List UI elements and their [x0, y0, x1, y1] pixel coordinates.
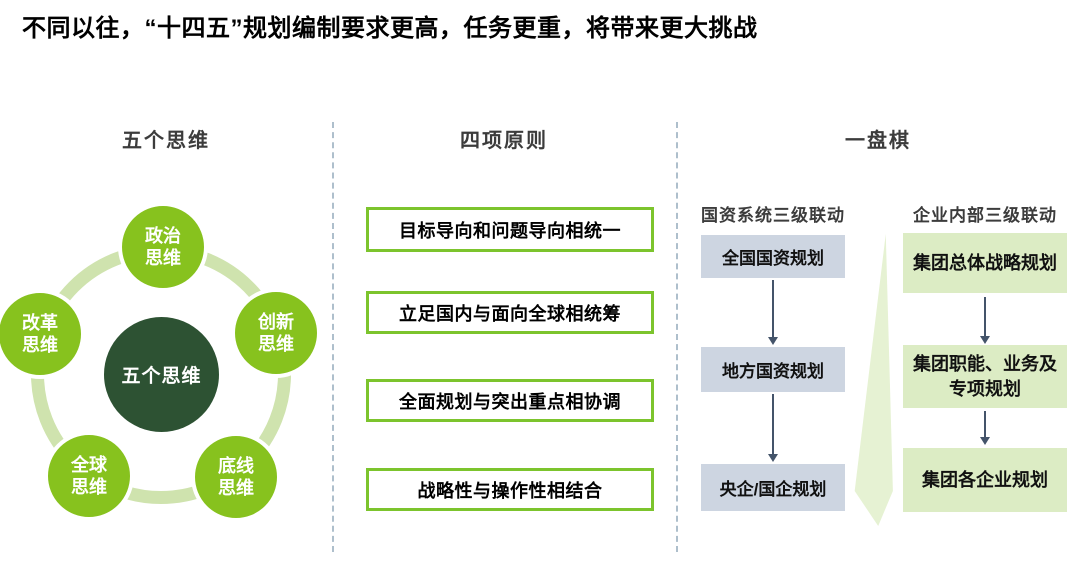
satellite-circle-global: 全球思维 — [44, 431, 134, 521]
principle-box-1: 目标导向和问题导向相统一 — [366, 207, 654, 252]
principle-box-2: 立足国内与面向全球相统筹 — [366, 291, 654, 334]
center-circle-label: 五个思维 — [121, 366, 202, 387]
connector-wedge — [854, 234, 893, 526]
satellite-circle-bottom-line: 底线思维 — [191, 432, 281, 522]
flow-box-local-plan: 地方国资规划 — [701, 347, 845, 392]
satellite-label: 全球思维 — [70, 454, 107, 498]
flow-box-group-overall-strategy: 集团总体战略规划 — [903, 233, 1067, 293]
satellite-circle-reform: 改革思维 — [0, 289, 85, 379]
section-header-one-board: 一盘棋 — [845, 130, 911, 152]
principle-box-3: 全面规划与突出重点相协调 — [366, 379, 654, 422]
flow-box-national-plan: 全国国资规划 — [701, 235, 845, 278]
center-circle: 五个思维 — [104, 317, 219, 432]
flow-box-group-functional-plans: 集团职能、业务及 专项规划 — [903, 345, 1067, 408]
down-arrow — [984, 411, 986, 437]
flow-box-line: 集团各企业规划 — [922, 469, 1048, 490]
down-arrow — [772, 394, 774, 454]
section-divider-right — [676, 122, 678, 552]
flow-header-state-system: 国资系统三级联动 — [701, 206, 845, 225]
satellite-label: 改革思维 — [21, 312, 58, 356]
principle-box-4: 战略性与操作性相结合 — [366, 468, 654, 511]
satellite-label: 政治思维 — [144, 225, 181, 269]
five-minds-diagram: 政治思维 创新思维 底线思维 全球思维 改革思维 五个思维 — [0, 170, 340, 550]
flow-box-soe-plan: 央企/国企规划 — [701, 464, 845, 511]
section-header-four-principles: 四项原则 — [460, 130, 548, 152]
flow-header-enterprise-internal: 企业内部三级联动 — [913, 206, 1057, 225]
down-arrow — [772, 280, 774, 337]
satellite-label: 创新思维 — [257, 311, 294, 355]
page-title: 不同以往，“十四五”规划编制要求更高，任务更重，将带来更大挑战 — [22, 15, 758, 42]
flow-box-line: 集团职能、业务及 — [913, 354, 1057, 375]
down-arrow — [984, 297, 986, 336]
section-header-five-minds: 五个思维 — [122, 130, 210, 152]
satellite-circle-innovation: 创新思维 — [231, 288, 321, 378]
flow-box-group-subsidiary-plans: 集团各企业规划 — [903, 448, 1067, 512]
flow-box-line: 专项规划 — [949, 378, 1021, 399]
satellite-label: 底线思维 — [217, 455, 254, 499]
flow-box-line: 集团总体战略规划 — [913, 252, 1057, 273]
section-divider-left — [332, 122, 334, 552]
satellite-circle-political: 政治思维 — [118, 202, 208, 292]
